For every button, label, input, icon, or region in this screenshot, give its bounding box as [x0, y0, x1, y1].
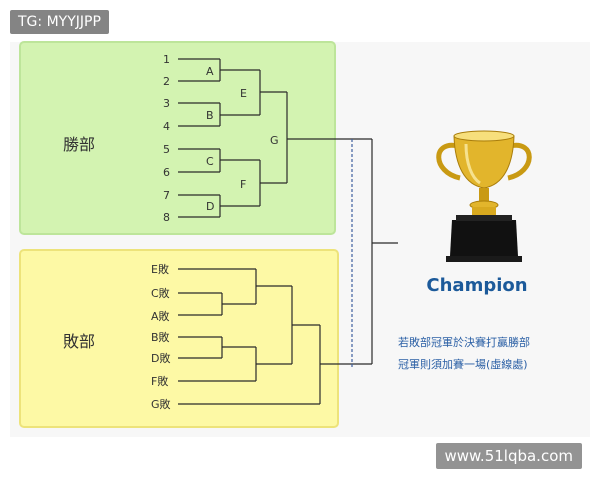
seed-label: 3 [163, 97, 170, 110]
loser-entry: B敗 [151, 330, 170, 344]
trophy-icon [436, 130, 532, 262]
loser-entry: E敗 [151, 262, 169, 276]
note-line-1: 若敗部冠軍於決賽打贏勝部 [398, 335, 530, 349]
losers-panel [19, 249, 339, 428]
champion-label: Champion [426, 275, 527, 296]
winners-title: 勝部 [63, 135, 95, 154]
loser-entry: D敗 [151, 351, 170, 365]
winners-bracket [178, 58, 372, 218]
seed-label: 2 [163, 75, 170, 88]
bracket-label-e: E [240, 87, 247, 100]
final-connector [371, 139, 398, 364]
seed-label: 1 [163, 53, 170, 66]
seed-label: 4 [163, 120, 170, 133]
bracket-label-f: F [240, 178, 246, 191]
seed-label: 5 [163, 143, 170, 156]
note-line-2: 冠軍則須加賽一場(虛線處) [398, 357, 528, 371]
channel-tag: TG: MYYJJPP [10, 10, 109, 34]
bracket-label-a: A [206, 65, 214, 78]
losers-bracket [178, 268, 372, 405]
loser-entry: A敗 [151, 309, 170, 323]
bracket-label-d: D [206, 200, 214, 213]
site-watermark: www.51lqba.com [435, 443, 582, 469]
bracket-label-c: C [206, 155, 214, 168]
seed-label: 7 [163, 189, 170, 202]
bracket-label-b: B [206, 109, 214, 122]
loser-entry: G敗 [151, 397, 171, 411]
winners-panel [19, 41, 336, 235]
loser-entry: F敗 [151, 374, 168, 388]
losers-title: 敗部 [63, 332, 95, 351]
bracket-label-g: G [270, 134, 279, 147]
loser-entry: C敗 [151, 286, 170, 300]
seed-label: 6 [163, 166, 170, 179]
seed-label: 8 [163, 211, 170, 224]
